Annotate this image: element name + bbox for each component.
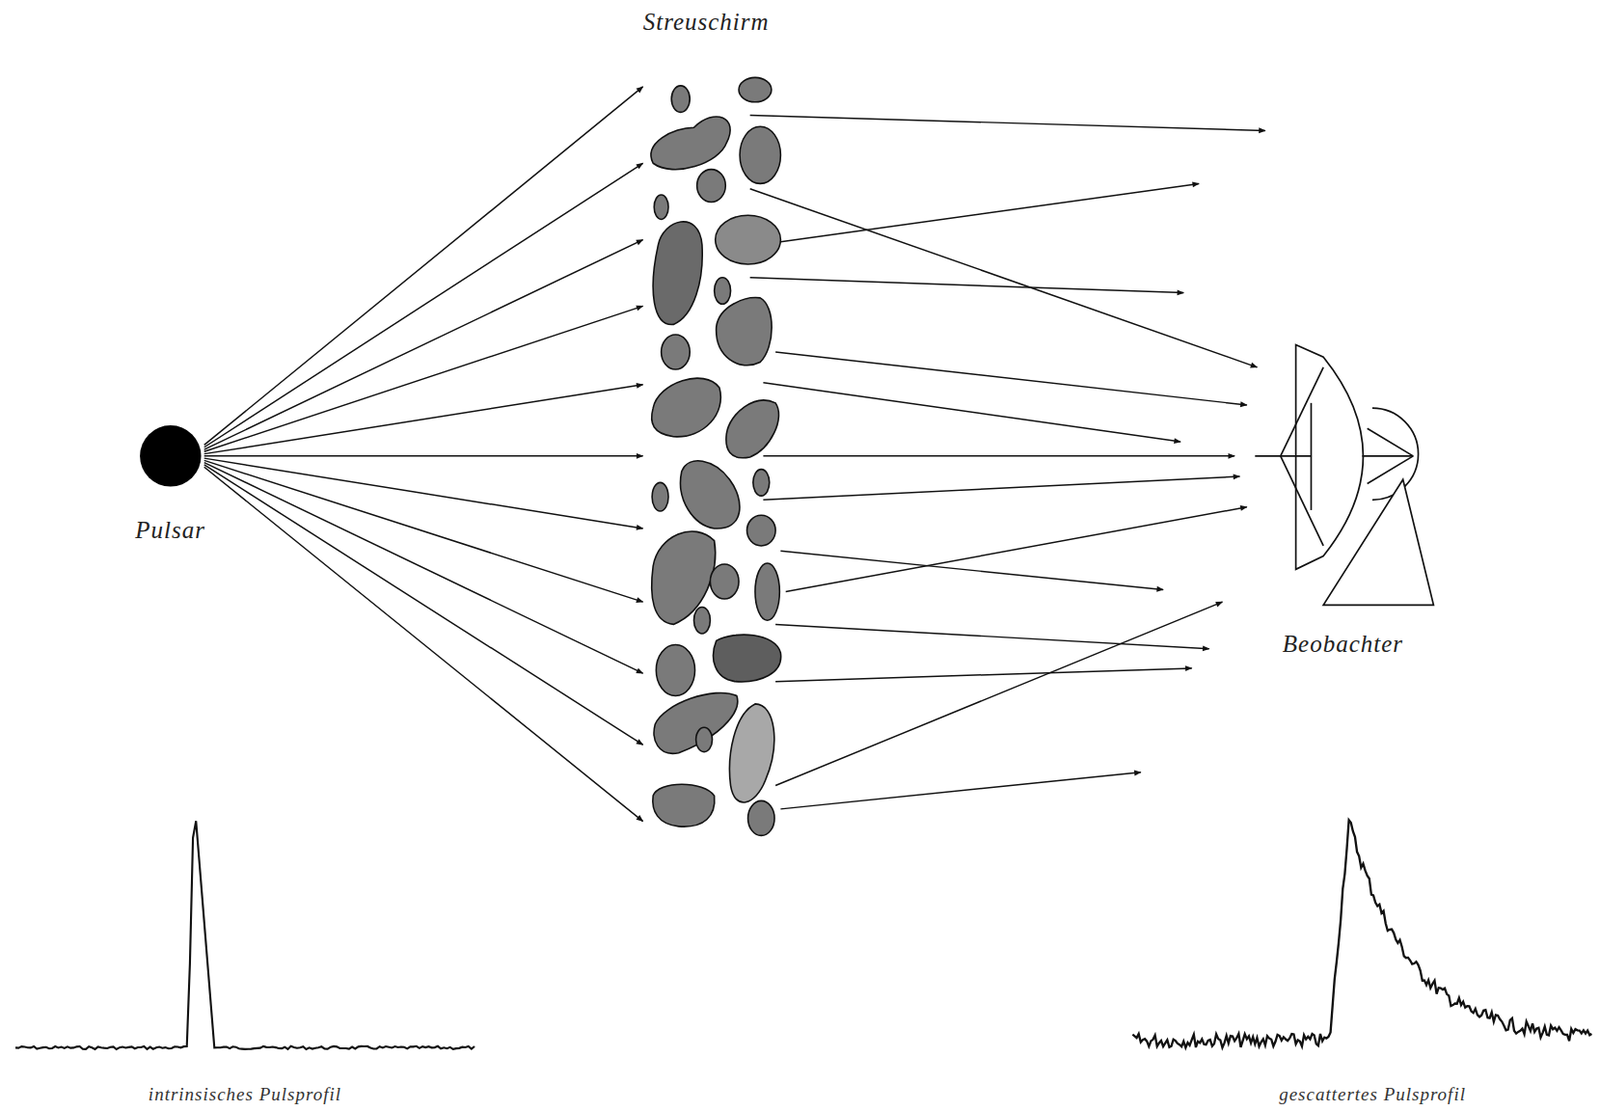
scattered-ray: [775, 623, 1210, 649]
pulsar-label: Pulsar: [135, 516, 206, 544]
incoming-ray: [204, 462, 644, 675]
scattered-ray: [750, 189, 1258, 368]
radio-telescope: [1254, 345, 1434, 606]
incoming-ray: [204, 384, 644, 455]
scattering-screen: [650, 77, 782, 836]
incoming-ray: [204, 86, 644, 445]
intrinsic-profile-curve: [15, 820, 475, 1050]
incoming-ray: [204, 305, 644, 452]
observer-label: Beobachter: [1282, 630, 1404, 658]
scattered-profile-curve: [1132, 819, 1592, 1048]
scattered-ray: [762, 455, 1235, 457]
scattered-ray: [750, 277, 1185, 294]
pulsar-star: [139, 425, 201, 487]
scattered-ray: [750, 115, 1266, 132]
scattered-ray: [775, 601, 1222, 786]
incoming-ray: [204, 458, 644, 529]
scattered-ray: [762, 382, 1181, 442]
scattered-ray: [780, 550, 1164, 590]
scattered-ray: [775, 352, 1248, 406]
incoming-ray: [204, 240, 644, 451]
incoming-ray: [204, 460, 644, 602]
incoming-ray: [204, 455, 644, 457]
screen-label: Streuschirm: [643, 8, 770, 36]
scattered-ray: [780, 772, 1140, 810]
profile-caption: intrinsisches Pulsprofil: [148, 1084, 342, 1106]
scattered-ray: [780, 183, 1199, 242]
ray-arrows: [204, 86, 1266, 822]
incoming-ray: [204, 466, 644, 821]
scattered-ray: [786, 507, 1248, 593]
incoming-ray: [204, 162, 644, 447]
scattered-ray: [762, 476, 1240, 500]
incoming-ray: [204, 464, 644, 745]
scattered-ray: [775, 668, 1193, 682]
profile-caption: gescattertes Pulsprofil: [1278, 1084, 1466, 1106]
